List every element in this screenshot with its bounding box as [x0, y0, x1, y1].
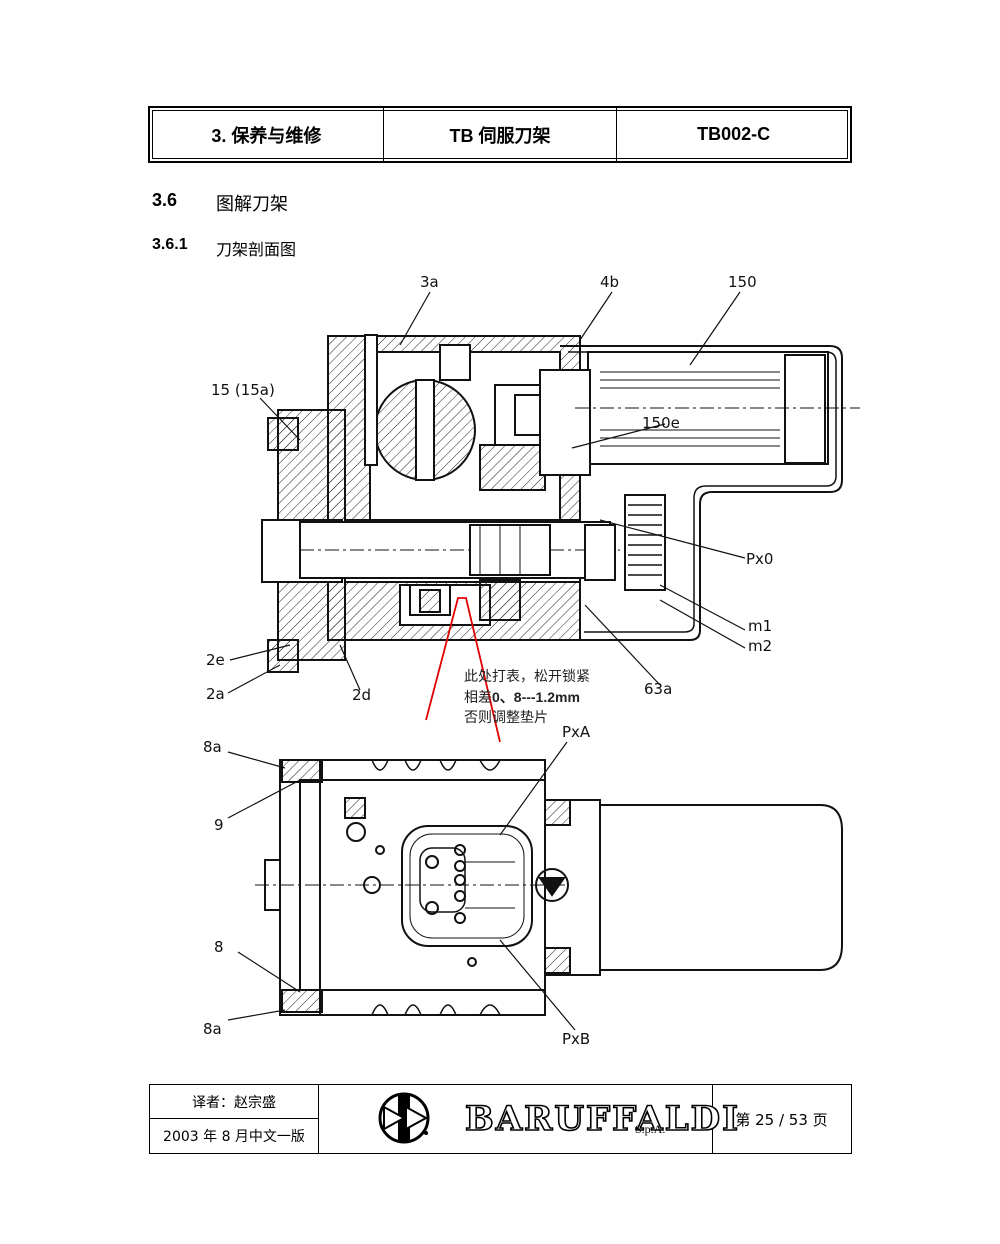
- note-prefix: 相差: [464, 690, 492, 706]
- note-line3: 否则调整垫片: [464, 710, 548, 726]
- label-8: 8: [214, 938, 224, 956]
- note-tolerance: 0、8---1.2mm: [492, 689, 580, 705]
- label-m1: m1: [748, 617, 772, 635]
- label-150e: 150e: [642, 414, 680, 432]
- header-table: 3. 保养与维修 TB 伺服刀架 TB002-C: [148, 106, 852, 163]
- footer-table: 译者：赵宗盛 2003 年 8 月中文一版 BARUFFALDI S.p.A. …: [149, 1084, 852, 1154]
- note-line2: 相差0、8---1.2mm: [464, 689, 580, 706]
- label-2e: 2e: [206, 651, 225, 669]
- subsection-title: 刀架剖面图: [216, 242, 297, 259]
- label-8a-bottom: 8a: [203, 1020, 222, 1038]
- footer-page: 第 25 / 53 页: [735, 1110, 828, 1129]
- cross-section-view: [261, 334, 860, 673]
- header-section: 3. 保养与维修: [211, 125, 322, 146]
- note-line1: 此处打表，松开锁紧: [464, 668, 590, 685]
- label-3a: 3a: [420, 273, 439, 291]
- label-pxb: PxB: [562, 1030, 590, 1048]
- baruffaldi-logo-icon: [378, 1092, 430, 1144]
- footer-brand-suffix: S.p.A.: [635, 1122, 666, 1136]
- section-number: 3.6: [152, 190, 178, 210]
- label-63a: 63a: [644, 680, 672, 698]
- label-2d: 2d: [352, 686, 371, 704]
- leader-lines-upper: [227, 291, 746, 694]
- label-9: 9: [214, 816, 224, 834]
- footer-info: 译者：赵宗盛 2003 年 8 月中文一版: [150, 1085, 319, 1153]
- section-heading: 3.6 图解刀架: [152, 190, 288, 214]
- leader-lines-lower: [227, 741, 576, 1031]
- footer-translator: 译者：赵宗盛: [150, 1085, 318, 1119]
- label-150: 150: [728, 273, 757, 291]
- label-m2: m2: [748, 637, 772, 655]
- subsection-heading: 3.6.1 刀架剖面图: [152, 236, 296, 259]
- label-8a-top: 8a: [203, 738, 222, 756]
- header-code: TB002-C: [616, 108, 850, 161]
- label-15: 15 (15a): [211, 381, 275, 399]
- label-2a: 2a: [206, 685, 225, 703]
- footer-brand: BARUFFALDI: [464, 1098, 740, 1140]
- label-4b: 4b: [600, 273, 619, 291]
- header-product: TB 伺服刀架: [382, 108, 617, 161]
- adjustment-arrows: [425, 597, 501, 743]
- footer-brand-cell: BARUFFALDI S.p.A.: [318, 1085, 739, 1153]
- subsection-number: 3.6.1: [152, 236, 188, 253]
- top-view: [255, 759, 843, 1016]
- label-pxa: PxA: [562, 723, 591, 741]
- section-title: 图解刀架: [216, 194, 288, 214]
- label-px0: Px0: [746, 550, 773, 568]
- footer-edition: 2003 年 8 月中文一版: [163, 1129, 305, 1145]
